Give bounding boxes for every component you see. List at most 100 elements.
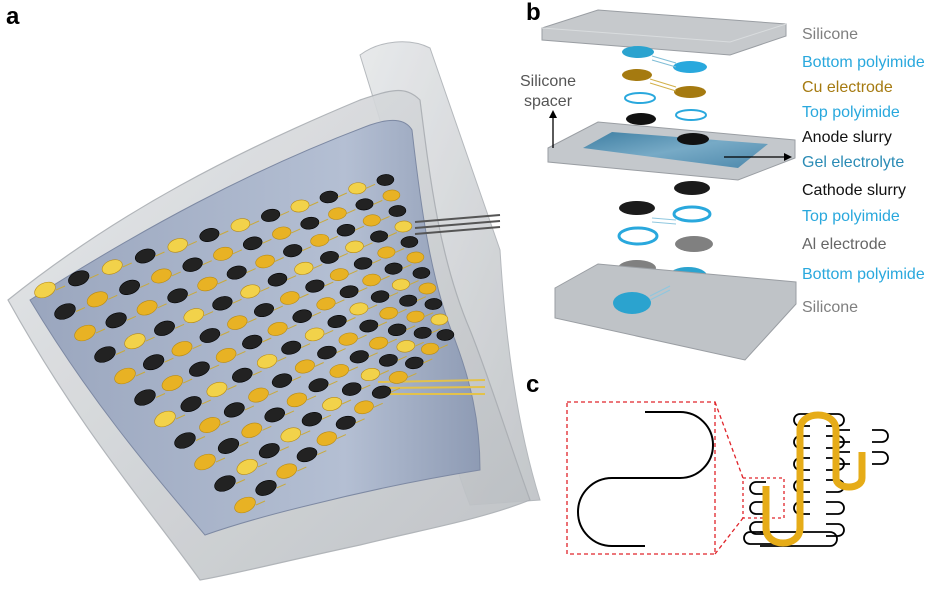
gold-electrode-disc bbox=[322, 397, 343, 411]
dark-electrode-disc bbox=[226, 265, 247, 280]
dark-electrode-disc bbox=[412, 267, 431, 279]
disc-interconnect bbox=[195, 436, 206, 441]
disc-interconnect bbox=[337, 192, 348, 198]
gold-electrode-disc bbox=[240, 284, 261, 299]
gold-electrode-disc bbox=[86, 291, 108, 308]
disc-interconnect bbox=[274, 257, 284, 262]
gold-serpentine-trace bbox=[762, 411, 866, 547]
gold-electrode-disc bbox=[167, 238, 188, 253]
anode-slurry-disc bbox=[677, 133, 709, 145]
cu-electrode-disc bbox=[674, 86, 706, 98]
gold-electrode-disc bbox=[74, 324, 96, 342]
disc-interconnect bbox=[259, 286, 270, 292]
layer-label: Cu electrode bbox=[802, 79, 893, 96]
layer-label: Cathode slurry bbox=[802, 182, 906, 199]
dark-electrode-disc bbox=[296, 447, 318, 463]
disc-interconnect bbox=[373, 199, 383, 205]
dark-electrode-disc bbox=[271, 373, 293, 388]
disc-interconnect bbox=[297, 466, 307, 472]
gold-electrode-disc bbox=[394, 220, 413, 233]
disc-interconnect bbox=[209, 364, 220, 370]
disc-interconnect bbox=[390, 387, 401, 393]
gold-electrode-disc bbox=[345, 240, 364, 253]
disc-interconnect bbox=[202, 260, 212, 266]
disc-interconnect bbox=[387, 338, 398, 344]
disc-interconnect bbox=[95, 328, 106, 334]
panel-label-a: a bbox=[6, 3, 20, 30]
disc-interconnect bbox=[394, 248, 405, 253]
dark-electrode-disc bbox=[180, 396, 202, 413]
bottom-polyimide-disc bbox=[622, 46, 654, 58]
serpentine-loop bbox=[749, 481, 766, 495]
gold-electrode-disc bbox=[154, 410, 176, 428]
disc-interconnect bbox=[336, 348, 346, 354]
gold-electrode-disc bbox=[388, 371, 408, 384]
serpentine-loop bbox=[872, 451, 889, 465]
gold-electrode-disc bbox=[136, 300, 158, 316]
gold-electrode-disc bbox=[199, 417, 221, 433]
disc-interconnect bbox=[414, 341, 424, 347]
dark-electrode-disc bbox=[371, 385, 392, 399]
gold-electrode-disc bbox=[369, 336, 389, 350]
gel-electrolyte bbox=[583, 132, 768, 168]
disc-interconnect bbox=[346, 317, 356, 322]
gold-electrode-disc bbox=[34, 281, 56, 299]
disc-interconnect bbox=[227, 385, 237, 390]
disc-interconnect bbox=[279, 210, 290, 216]
dark-electrode-disc bbox=[223, 402, 245, 418]
gold-electrode-disc bbox=[294, 261, 314, 275]
zoom-connector bbox=[714, 517, 744, 555]
disc-interconnect bbox=[215, 457, 226, 463]
dark-electrode-disc bbox=[281, 340, 302, 355]
disc-interconnect bbox=[431, 328, 441, 334]
disc-interconnect bbox=[244, 405, 255, 411]
disc-interconnect bbox=[368, 352, 378, 358]
gold-electrode-disc bbox=[406, 310, 425, 323]
disc-interconnect bbox=[187, 240, 198, 246]
gold-electrode-disc bbox=[276, 463, 298, 479]
disc-interconnect bbox=[239, 441, 249, 447]
gold-electrode-disc bbox=[328, 207, 347, 220]
dark-electrode-disc bbox=[212, 296, 233, 311]
disc-interconnect bbox=[276, 356, 287, 362]
dark-electrode-disc bbox=[353, 257, 373, 270]
disc-interconnect bbox=[397, 308, 407, 314]
disc-interconnect bbox=[286, 275, 297, 281]
disc-interconnect bbox=[299, 293, 309, 299]
gold-electrode-disc bbox=[248, 387, 269, 403]
disc-interconnect bbox=[324, 281, 334, 287]
gold-electrode-disc bbox=[280, 291, 300, 305]
dark-electrode-disc bbox=[376, 174, 395, 186]
gold-electrode-disc bbox=[348, 182, 367, 195]
disc-interconnect bbox=[365, 183, 376, 189]
disc-interconnect bbox=[290, 228, 301, 234]
gold-electrode-disc bbox=[114, 367, 136, 385]
layer-label: Bottom polyimide bbox=[802, 54, 925, 71]
serpentine-loop bbox=[760, 531, 838, 547]
cathode-slurry-disc bbox=[619, 201, 655, 215]
disc-interconnect bbox=[409, 280, 419, 286]
top-polyimide-ring bbox=[617, 226, 659, 246]
disc-interconnect bbox=[357, 334, 367, 340]
zoomed-serpentine-path bbox=[577, 411, 714, 547]
layer-label: Gel electrolyte bbox=[802, 154, 904, 171]
dark-electrode-disc bbox=[174, 432, 196, 449]
gold-electrode-disc bbox=[286, 392, 308, 408]
dark-electrode-disc bbox=[68, 270, 90, 287]
disc-interconnect bbox=[220, 420, 230, 426]
dark-electrode-disc bbox=[134, 248, 156, 264]
disc-interconnect bbox=[358, 287, 368, 293]
gold-electrode-disc bbox=[418, 282, 437, 295]
disc-interconnect bbox=[257, 462, 268, 468]
gold-electrode-disc bbox=[329, 268, 349, 281]
layer-label: Top polyimide bbox=[802, 104, 900, 121]
layer-label: Silicone bbox=[802, 26, 858, 43]
dark-electrode-disc bbox=[54, 303, 76, 320]
dark-electrode-disc bbox=[370, 290, 390, 303]
gold-electrode-disc bbox=[354, 400, 374, 415]
dark-electrode-disc bbox=[189, 361, 210, 377]
disc-interconnect bbox=[314, 362, 324, 367]
gold-electrode-disc bbox=[382, 189, 401, 202]
dark-electrode-disc bbox=[319, 190, 339, 204]
